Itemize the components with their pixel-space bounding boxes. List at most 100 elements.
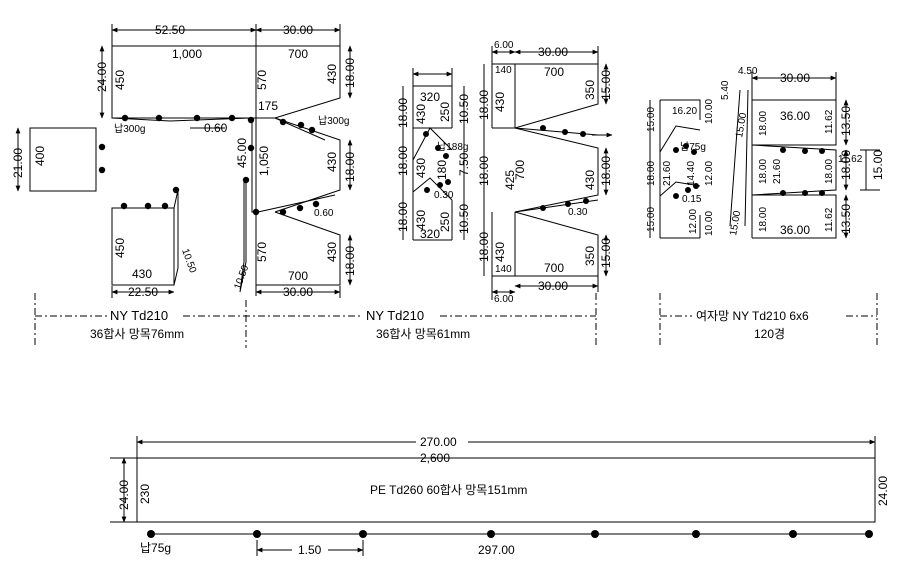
mid-dim-18-w3: 18.00: [477, 232, 491, 262]
r-dim-18-00-right: 18.00: [839, 150, 853, 180]
val-450: 450: [113, 70, 127, 90]
dim-0-60-left: 0.60: [204, 121, 228, 135]
r-val-18-00-top: 18.00: [758, 111, 769, 136]
dim-18-00-r1: 18.00: [343, 58, 357, 88]
mid-val-700-bot: 700: [544, 261, 564, 275]
val-570-bot: 570: [255, 242, 269, 262]
mid-dim-18-b: 18.00: [396, 146, 410, 176]
mid-dim-15-00-b: 15.00: [599, 238, 613, 268]
r-dim-15-c: 15.00: [734, 112, 749, 139]
mid-val-700-mid: 700: [513, 160, 527, 180]
mid-dim-30-00-bot: 30.00: [538, 279, 568, 293]
mid-dim-18-a: 18.00: [396, 98, 410, 128]
mid-val-430-mid: 430: [414, 158, 428, 178]
mid-val-430-top: 430: [414, 104, 428, 124]
wing-panel-rect: [111, 45, 257, 119]
dim-30-00-top: 30.00: [283, 23, 313, 37]
r-dim-13-50-a: 13.50: [839, 106, 853, 136]
mid-dim-18-w2: 18.00: [477, 156, 491, 186]
r-val-18-00-mid: 18.00: [758, 159, 769, 184]
val-430-bot: 430: [325, 242, 339, 262]
r-val-11-62-bot: 11.62: [824, 207, 835, 232]
dim-21-00: 21.00: [11, 148, 25, 178]
mid-dim-10-50-b: 10.50: [457, 204, 471, 234]
mid-val-700-top: 700: [544, 65, 564, 79]
dim-0-60-right: 0.60: [314, 208, 334, 219]
r-val-12-00-b: 12.00: [704, 161, 715, 186]
val-1000: 1,000: [172, 47, 202, 61]
left-caption-sub: 36합사 망목76mm: [90, 327, 184, 341]
mid-caption-sub: 36합사 망목61mm: [376, 327, 470, 341]
r-val-16-20: 16.20: [672, 106, 697, 117]
mid-caption-title: NY Td210: [366, 308, 424, 323]
dim-10-50-bot: 10.50: [232, 263, 251, 291]
r-dim-5-40: 5.40: [720, 80, 731, 100]
dim-297-00: 297.00: [478, 543, 515, 557]
mid-dim-0-30-b: 0.30: [568, 207, 588, 218]
mid-val-250-bot: 250: [438, 212, 452, 232]
mid-dim-30-00-top: 30.00: [538, 45, 568, 59]
r-dim-18-a: 18.00: [646, 161, 657, 186]
val-430-top: 430: [325, 64, 339, 84]
mid-dim-18-w1: 18.00: [477, 90, 491, 120]
mid-val-350-bot: 350: [583, 246, 597, 266]
mid-val-350-top: 350: [583, 80, 597, 100]
mid-val-320-bot: 320: [420, 227, 440, 241]
side-panel-square: [29, 127, 97, 192]
r-val-10-00-b: 10.00: [704, 211, 715, 236]
mid-dim-6-00-top: 6.00: [494, 40, 514, 51]
r-val-21-60-b: 21.60: [772, 159, 783, 184]
r-val-18-00-mid2: 18.00: [824, 159, 835, 184]
r-dim-15-00-right: 15.00: [871, 150, 885, 180]
dim-22-50: 22.50: [128, 285, 158, 299]
r-val-36-00-top: 36.00: [780, 109, 810, 123]
r-dim-0-15: 0.15: [682, 194, 702, 205]
val-175: 175: [258, 99, 278, 113]
mid-val-430-w3: 430: [493, 242, 507, 262]
dim-24-00-bottom-left: 24.00: [117, 480, 131, 510]
mid-dim-6-00-bot: 6.00: [494, 294, 514, 305]
mid-val-140-top: 140: [495, 65, 512, 76]
val-430-box: 430: [132, 267, 152, 281]
mid-val-320-top: 320: [420, 90, 440, 104]
dim-52-50: 52.50: [155, 23, 185, 37]
dim-18-00-r2: 18.00: [343, 152, 357, 182]
dim-45-00: 45.00: [235, 138, 249, 168]
r-val-12-00-a: 12.00: [688, 209, 699, 234]
r-dim-4-50: 4.50: [738, 66, 758, 77]
right-net-section: 16.20 납75g 21.60 14.40 0.15 12.00 10.00 …: [646, 66, 885, 239]
val-1050: 1,050: [257, 146, 271, 176]
r-val-21-60-a: 21.60: [662, 161, 673, 186]
r-val-18-00-bot: 18.00: [758, 207, 769, 232]
dim-24-00-left: 24.00: [95, 62, 109, 92]
val-570-top: 570: [255, 70, 269, 90]
r-dim-15-d: 15.00: [728, 210, 743, 237]
r-val-11-62-mid: 11.62: [838, 154, 863, 165]
right-caption-sub: 120경: [754, 327, 785, 341]
val-430-mid: 430: [325, 152, 339, 172]
mid-sinker-188g: 납188g: [437, 141, 468, 153]
dim-1-50: 1.50: [298, 543, 322, 557]
pe-panel-rect: [136, 457, 876, 523]
val-700-bot: 700: [288, 269, 308, 283]
val-700-top: 700: [288, 47, 308, 61]
mid-val-425: 425: [503, 170, 517, 190]
dim-10-50-box: 10.50: [179, 247, 198, 275]
r-dim-15-a: 15.00: [646, 107, 657, 132]
dim-30-00-bot: 30.00: [283, 285, 313, 299]
r-val-11-62-top: 11.62: [824, 109, 835, 134]
mid-val-140-bot: 140: [495, 264, 512, 275]
mid-dim-7-50: 7.50: [457, 152, 471, 176]
r-sinker-75g: 납75g: [680, 141, 706, 153]
r-dim-13-50-b: 13.50: [839, 204, 853, 234]
mid-dim-10-50-a: 10.50: [457, 94, 471, 124]
sinker-75g-bottom: 납75g: [140, 541, 171, 555]
section-captions: NY Td210 36합사 망목76mm NY Td210 36합사 망목61m…: [34, 293, 878, 348]
sinker-300g-left: 납300g: [114, 123, 145, 135]
dim-24-00-bottom-right: 24.00: [876, 476, 890, 506]
mid-dim-18-w4: 18.00: [599, 156, 613, 186]
val-450-box: 450: [113, 238, 127, 258]
r-dim-15-b: 15.00: [646, 207, 657, 232]
val-400: 400: [33, 146, 47, 166]
middle-net-section: 320 250 430 납188g 430 180 0.30 430 250 3…: [396, 40, 613, 305]
